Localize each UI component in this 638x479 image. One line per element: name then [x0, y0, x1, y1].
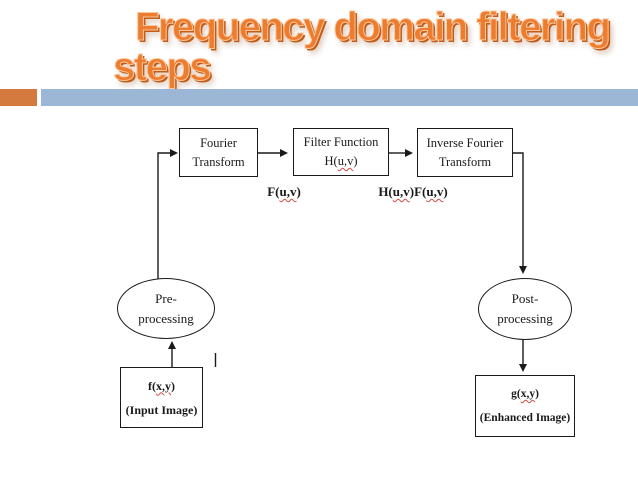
- connector-inverse-to-postprocessing: [513, 152, 524, 266]
- formula-text: ): [171, 378, 175, 393]
- accent-bar-orange: [0, 89, 37, 106]
- arrowhead-right-icon: [405, 149, 413, 157]
- box-fourier-line2: Transform: [192, 154, 245, 169]
- slide-title-line-1: Frequency domain filtering: [134, 5, 611, 49]
- box-input-image: f(x,y) (Input Image): [120, 367, 203, 428]
- box-inverse-line1: Inverse Fourier: [426, 135, 504, 150]
- box-filter-line1: Filter Function: [303, 135, 379, 149]
- formula-text: ): [353, 154, 358, 168]
- post-line1: Post-: [511, 291, 539, 306]
- arrowhead-right-icon: [170, 149, 178, 157]
- arrowhead-down-icon: [519, 266, 527, 274]
- formula-text: ): [535, 388, 539, 400]
- box-inverse-fourier-transform: Inverse Fourier Transform: [417, 128, 513, 177]
- accent-bar-blue: [41, 89, 638, 106]
- box-filter-function: Filter Function H(u,v): [293, 128, 389, 176]
- box-enhanced-image: g(x,y) (Enhanced Image): [475, 375, 575, 437]
- formula-text: )F(: [409, 184, 427, 199]
- ellipse-pre-processing: Pre- processing: [117, 278, 215, 339]
- box-fourier-transform: Fourier Transform: [179, 128, 258, 177]
- formula-text: H(: [324, 154, 338, 168]
- output-formula: g(x,y): [511, 387, 539, 401]
- formula-text: H(: [378, 184, 393, 199]
- input-caption: (Input Image): [125, 402, 198, 417]
- pre-line2: processing: [138, 310, 194, 326]
- connector-preprocessing-to-fourier: [157, 152, 170, 279]
- formula-text: F(: [267, 184, 280, 199]
- formula-text: g(: [511, 388, 521, 400]
- formula-variables: x,y: [156, 378, 171, 393]
- post-line2: processing: [497, 311, 553, 326]
- arrowhead-right-icon: [280, 149, 288, 157]
- formula-variables: u,v: [426, 184, 444, 199]
- formula-variables: u,v: [337, 154, 354, 168]
- input-formula: f(x,y): [148, 379, 175, 393]
- pre-line1: Pre-: [155, 290, 177, 306]
- formula-variables: u,v: [392, 184, 410, 199]
- arrowhead-up-icon: [168, 341, 176, 349]
- formula-text: f(: [148, 378, 156, 393]
- box-filter-formula: H(u,v): [325, 152, 358, 171]
- box-fourier-line1: Fourier: [200, 135, 237, 150]
- slide-title-line-2: steps: [113, 45, 213, 89]
- ellipse-post-processing: Post- processing: [478, 278, 572, 340]
- arrowhead-down-icon: [519, 364, 527, 372]
- label-F-uv: F(u,v): [267, 184, 301, 200]
- label-Huv-Fuv: H(u,v)F(u,v): [378, 184, 447, 200]
- output-caption: (Enhanced Image): [479, 412, 571, 424]
- formula-variables: x,y: [520, 388, 536, 400]
- formula-text: ): [296, 184, 301, 199]
- box-inverse-line2: Transform: [438, 154, 492, 169]
- formula-text: ): [443, 184, 448, 199]
- formula-variables: u,v: [279, 184, 297, 199]
